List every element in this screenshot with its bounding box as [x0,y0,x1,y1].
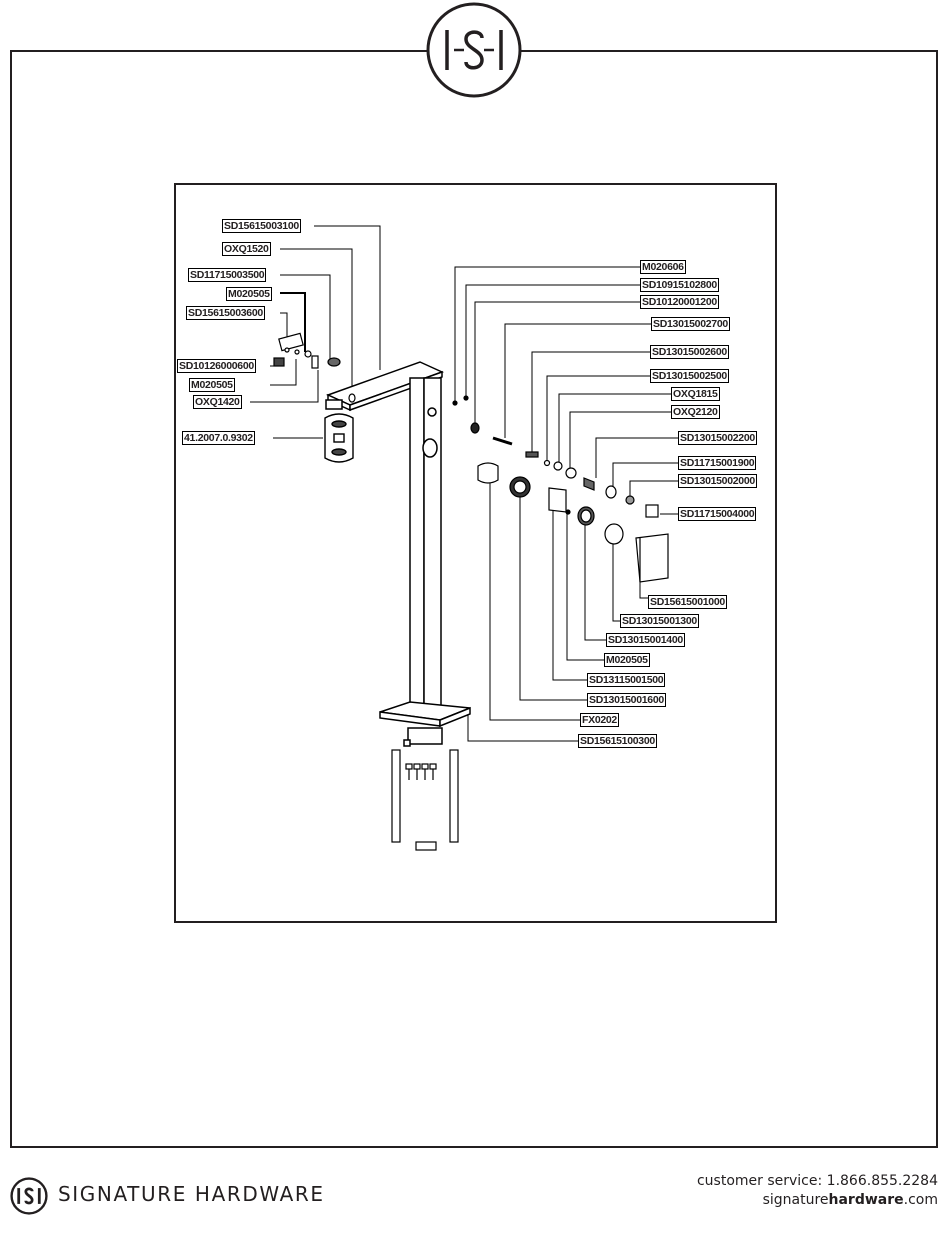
part-label: FX0202 [580,713,619,727]
leader-line [595,437,678,478]
leader-line [612,540,620,622]
leader-line [489,480,580,721]
base-plate [379,701,471,747]
customer-service-phone: customer service: 1.866.855.2284 [696,1173,938,1189]
leader-line [280,274,331,360]
aerator-parts [273,332,356,403]
leader-line [531,351,650,452]
brand-logo-footer [10,1177,48,1215]
part-label: SD15615003100 [222,219,301,233]
website-link[interactable]: signaturehardware.com [697,1191,938,1210]
part-label: SD13015001400 [606,633,685,647]
leader-line [504,323,651,438]
part-label: OXQ2120 [671,405,720,419]
cartridge-parts [452,395,669,583]
leader-line [546,375,650,462]
leader-line [566,512,604,661]
leader-line [270,359,297,386]
leader-line [629,480,678,496]
part-label: SD13015001600 [587,693,666,707]
leader-line [552,510,587,681]
part-label: SD13015002600 [650,345,729,359]
part-label: M020505 [226,287,272,301]
leader-line [280,248,353,396]
brand-name: SIGNATURE HARDWARE [58,1182,325,1206]
website-bold: hardware [828,1192,904,1208]
mounting-rods [391,749,459,851]
part-label: M020505 [604,653,650,667]
contact-info: customer service: 1.866.855.2284 signatu… [697,1172,938,1210]
exploded-diagram-frame [174,183,777,923]
part-label: M020606 [640,260,686,274]
leader-line [280,312,288,345]
part-label: SD13015001300 [620,614,699,628]
part-label: OXQ1520 [222,242,271,256]
part-label: SD11715001900 [678,456,757,470]
part-label: SD11715003500 [188,268,267,282]
mounting-bracket [324,413,354,463]
brand-logo-top [426,2,522,98]
part-label: SD10915102800 [640,278,719,292]
leader-line [280,292,306,352]
part-label: 41.2007.0.9302 [182,431,255,445]
leader-line [639,582,648,599]
part-label: SD11715004000 [678,507,757,521]
part-label: SD13015002200 [678,431,757,445]
part-label: SD13015002700 [651,317,730,331]
leader-line [250,370,319,403]
leader-line [474,301,640,424]
faucet-column [409,377,442,709]
part-label: M020505 [189,378,235,392]
leader-line [314,225,381,370]
leader-line [519,492,587,701]
leader-line [467,712,578,742]
part-label: SD15615100300 [578,734,657,748]
leader-line [454,266,640,402]
leader-line [558,393,671,464]
website-prefix: signature [762,1192,829,1208]
leader-line [465,284,640,398]
part-label: SD10120001200 [640,295,719,309]
part-label: SD13115001500 [587,673,666,687]
leader-line [569,411,671,470]
part-label: OXQ1420 [193,395,242,409]
part-label: SD15615003600 [186,306,265,320]
part-label: SD13015002000 [678,474,757,488]
part-label: OXQ1815 [671,387,720,401]
website-suffix: .com [903,1192,938,1208]
part-label: SD15615001000 [648,595,727,609]
leader-line [612,462,678,488]
leader-line [584,520,606,641]
part-label: SD13015002500 [650,369,729,383]
part-label: SD10126000600 [177,359,256,373]
